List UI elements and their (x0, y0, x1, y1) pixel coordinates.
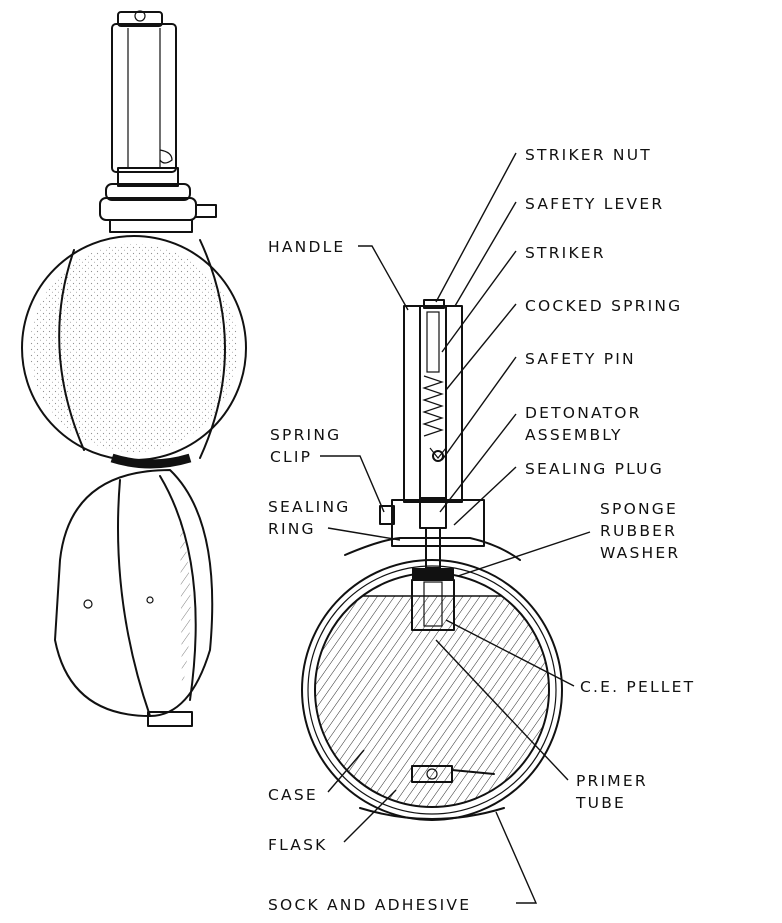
ce-pellet (423, 581, 443, 627)
spring-clip (379, 505, 395, 525)
grenade-external-view (21, 10, 247, 727)
label-spring-clip-line-2: CLIP (270, 448, 312, 466)
label-flask: FLASK (268, 836, 328, 854)
external-upper-sphere (21, 235, 247, 469)
label-spring-clip-line-1: SPRING (270, 426, 341, 444)
label-detonator-line-1: DETONATOR (525, 404, 642, 422)
external-handle (99, 10, 217, 233)
label-safety-pin: SAFETY PIN (525, 350, 636, 368)
sponge-rubber-washer (412, 568, 454, 580)
sock-layer (307, 565, 557, 815)
label-sealing-plug: SEALING PLUG (525, 460, 664, 478)
label-striker: STRIKER (525, 244, 606, 262)
striker-nut (423, 299, 445, 309)
label-ce-pellet: C.E. PELLET (580, 678, 695, 696)
callout-labels: STRIKER NUT SAFETY LEVER STRIKER COCKED … (268, 146, 695, 914)
striker (426, 311, 440, 373)
label-sealing-ring-line-2: RING (268, 520, 316, 538)
label-primer-line-1: PRIMER (576, 772, 648, 790)
label-case: CASE (268, 786, 318, 804)
filling (315, 595, 549, 807)
label-safety-lever: SAFETY LEVER (525, 195, 664, 213)
label-handle: HANDLE (268, 238, 345, 256)
label-sealing-ring-line-1: SEALING (268, 498, 350, 516)
label-striker-nut: STRIKER NUT (525, 146, 652, 164)
label-detonator-line-2: ASSEMBLY (525, 426, 623, 444)
label-sponge-line-1: SPONGE (600, 500, 678, 518)
label-cocked-spring: COCKED SPRING (525, 297, 682, 315)
label-sponge-line-3: WASHER (600, 544, 680, 562)
leader-lines (320, 152, 591, 904)
label-sock-and-adhesive: SOCK AND ADHESIVE (268, 896, 471, 914)
external-lower-sphere (54, 469, 214, 727)
safety-pin (432, 450, 444, 462)
cocked-spring (422, 375, 444, 437)
label-sponge-line-2: RUBBER (600, 522, 677, 540)
primer-tube (411, 579, 455, 631)
label-primer-line-2: TUBE (575, 794, 626, 812)
grenade-cross-section (301, 299, 563, 821)
sealing-collar (391, 499, 485, 547)
